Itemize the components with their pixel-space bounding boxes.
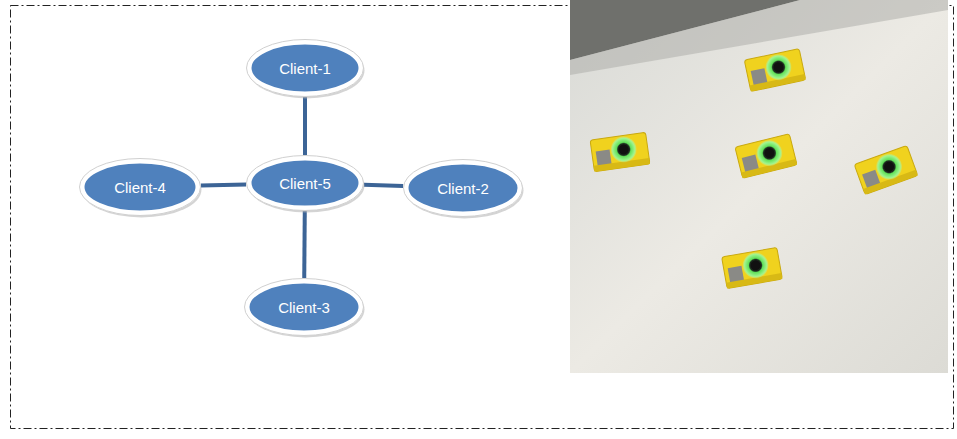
device xyxy=(590,132,650,171)
device xyxy=(722,247,783,288)
client-ellipse: Client-4 xyxy=(79,158,201,216)
node-label: Client-2 xyxy=(437,180,489,197)
node-label: Client-4 xyxy=(114,179,166,196)
client-ellipse: Client-2 xyxy=(403,159,523,217)
node-label: Client-5 xyxy=(279,175,331,192)
node-label: Client-3 xyxy=(278,299,330,316)
client-ellipse: Client-5 xyxy=(246,155,364,211)
client-ellipse: Client-1 xyxy=(246,39,364,97)
device xyxy=(735,134,797,179)
device xyxy=(744,49,805,92)
node-label: Client-1 xyxy=(279,60,331,77)
link-line xyxy=(364,185,403,186)
client-ellipse: Client-3 xyxy=(244,278,364,336)
link-line xyxy=(303,97,307,155)
device-photo xyxy=(570,0,948,373)
link-line xyxy=(201,184,246,185)
table-surface xyxy=(570,0,948,373)
device xyxy=(854,145,918,194)
link-line xyxy=(302,211,307,278)
